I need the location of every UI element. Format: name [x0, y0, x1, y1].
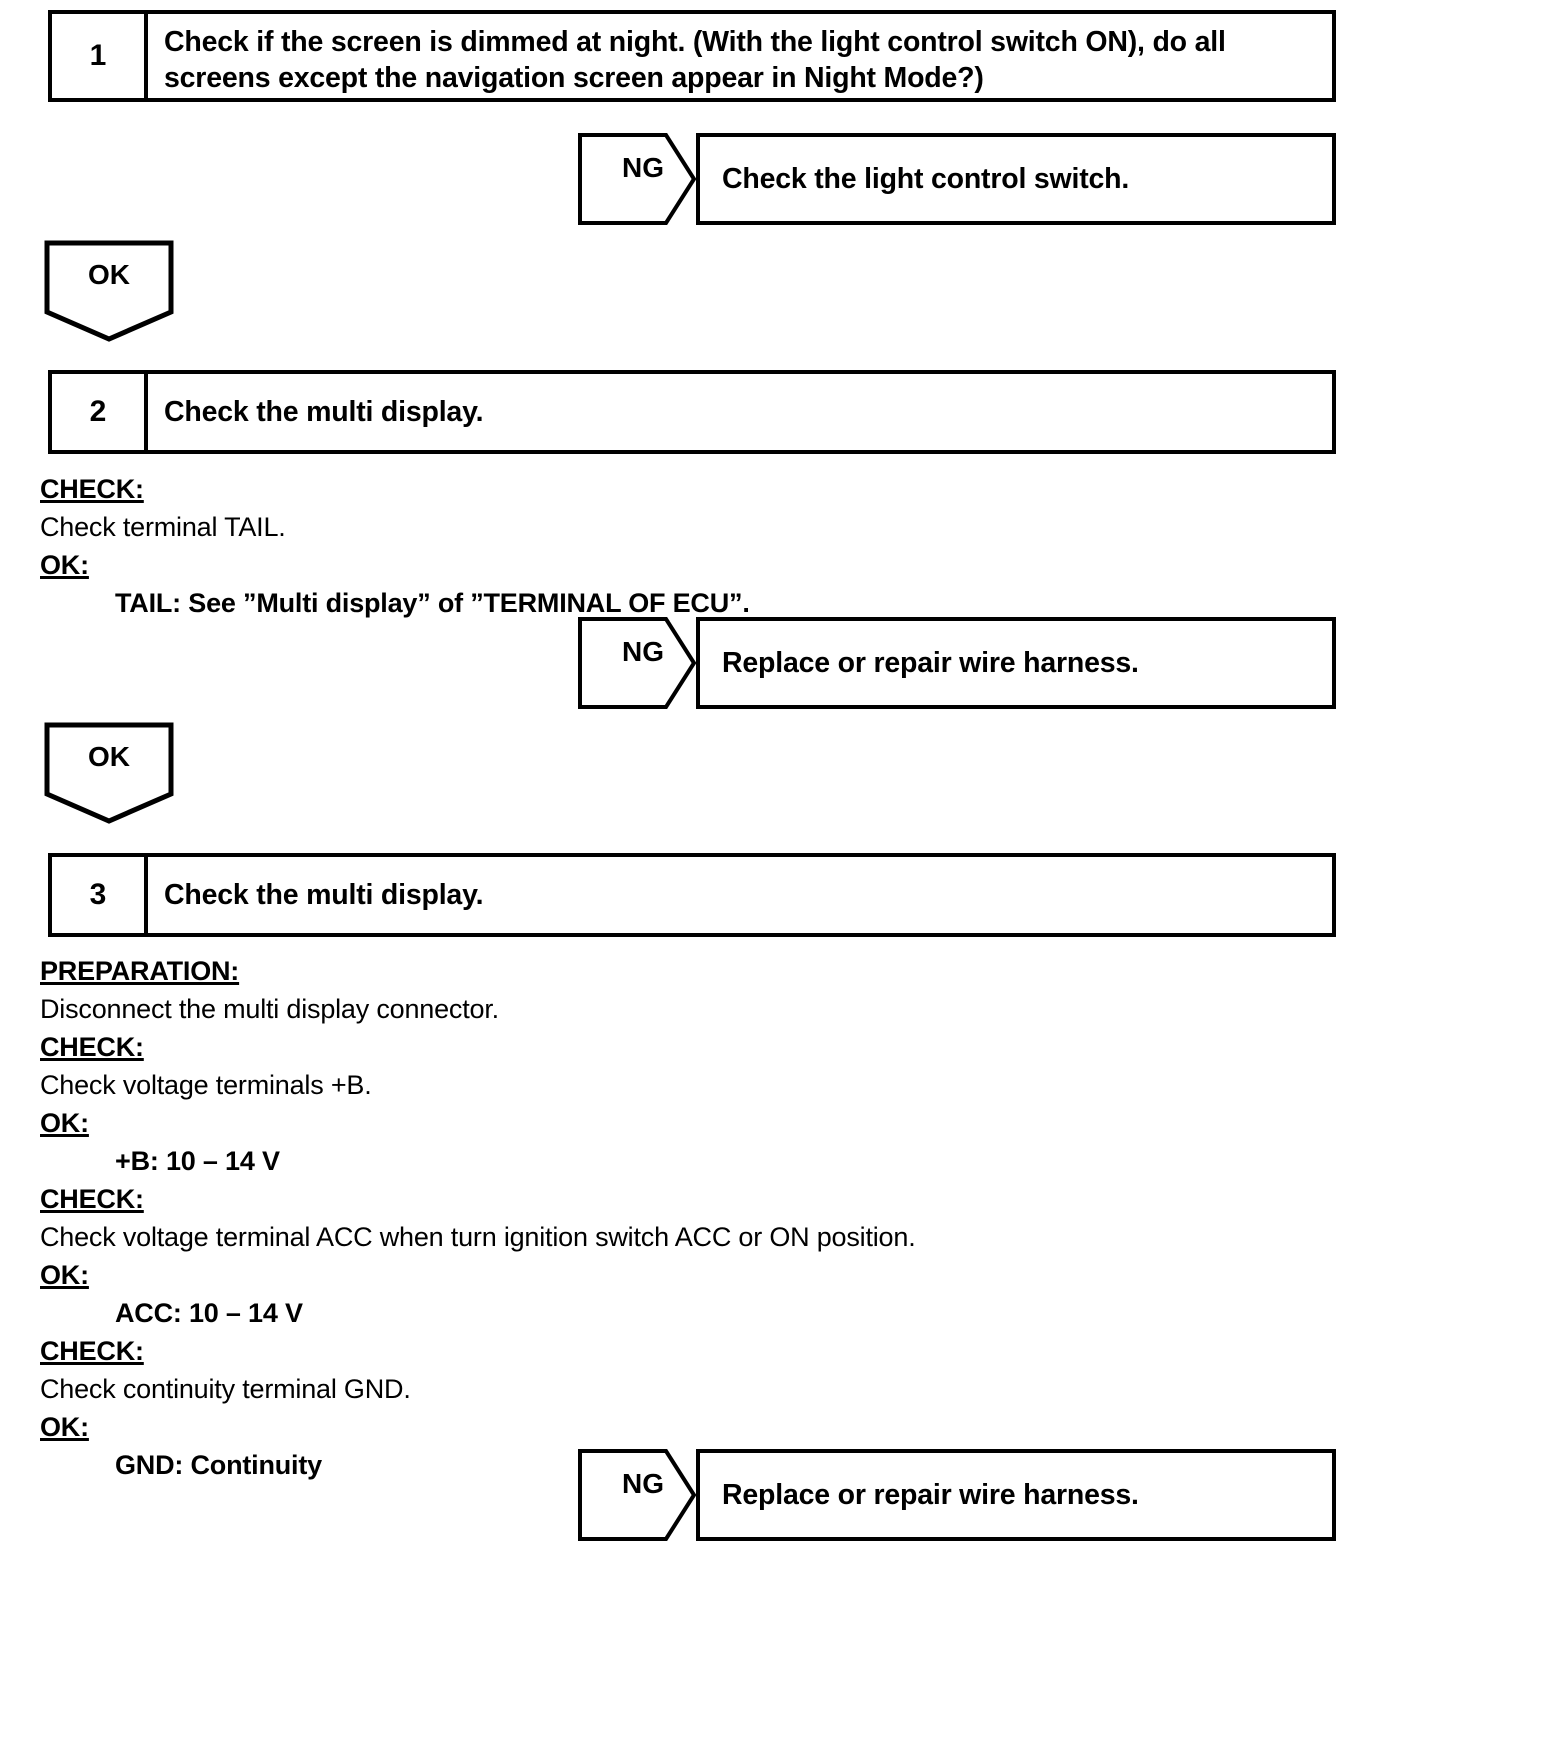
detail-heading-check-acc: CHECK: — [40, 1184, 144, 1214]
detail-spec-b: +B: 10 – 14 V — [115, 1146, 280, 1176]
ng-label-1: NG — [622, 152, 664, 183]
step-number-2: 2 — [52, 374, 148, 450]
detail-text-preparation: Disconnect the multi display connector. — [40, 994, 499, 1024]
step-box-2: 2 Check the multi display. — [48, 370, 1336, 454]
ok-connector-2: OK — [44, 722, 174, 824]
detail-heading-preparation: PREPARATION: — [40, 956, 240, 986]
step-box-3: 3 Check the multi display. — [48, 853, 1336, 937]
ok-connector-1: OK — [44, 240, 174, 342]
step-text-1: Check if the screen is dimmed at night. … — [164, 26, 1226, 95]
detail-spec-tail: TAIL: See ”Multi display” of ”TERMINAL O… — [115, 588, 750, 618]
branch-row-2: NG Replace or repair wire harness. — [578, 617, 1336, 709]
detail-heading-ok-b: OK: — [40, 1108, 89, 1138]
detail-text-check-gnd: Check continuity terminal GND. — [40, 1374, 411, 1404]
ng-result-2: Replace or repair wire harness. — [696, 617, 1336, 709]
branch-row-3: NG Replace or repair wire harness. — [578, 1449, 1336, 1541]
detail-heading-check: CHECK: — [40, 474, 144, 504]
step-box-1: 1 Check if the screen is dimmed at night… — [48, 10, 1336, 102]
step-number-3: 3 — [52, 857, 148, 933]
ok-label-2: OK — [88, 741, 130, 772]
ng-result-3: Replace or repair wire harness. — [696, 1449, 1336, 1541]
step3-details: PREPARATION: Disconnect the multi displa… — [40, 952, 1340, 1484]
detail-heading-ok-gnd: OK: — [40, 1412, 89, 1442]
step-number-1: 1 — [52, 14, 148, 98]
ng-label-2: NG — [622, 636, 664, 667]
detail-spec-acc: ACC: 10 – 14 V — [115, 1298, 303, 1328]
detail-heading-ok: OK: — [40, 550, 89, 580]
step2-details: CHECK: Check terminal TAIL. OK: TAIL: Se… — [40, 470, 1340, 622]
detail-text-check-acc: Check voltage terminal ACC when turn ign… — [40, 1222, 916, 1252]
detail-heading-check-gnd: CHECK: — [40, 1336, 144, 1366]
branch-row-1: NG Check the light control switch. — [578, 133, 1336, 225]
detail-heading-ok-acc: OK: — [40, 1260, 89, 1290]
ng-chevron-2: NG — [578, 617, 696, 709]
ng-label-3: NG — [622, 1468, 664, 1499]
detail-text-check-b: Check voltage terminals +B. — [40, 1070, 372, 1100]
ng-chevron-3: NG — [578, 1449, 696, 1541]
step-text-2: Check the multi display. — [164, 395, 484, 428]
ng-chevron-1: NG — [578, 133, 696, 225]
ng-result-1: Check the light control switch. — [696, 133, 1336, 225]
step-text-3: Check the multi display. — [164, 878, 484, 911]
detail-text-check: Check terminal TAIL. — [40, 512, 286, 542]
detail-spec-gnd: GND: Continuity — [115, 1450, 322, 1480]
ok-label-1: OK — [88, 259, 130, 290]
detail-heading-check-b: CHECK: — [40, 1032, 144, 1062]
